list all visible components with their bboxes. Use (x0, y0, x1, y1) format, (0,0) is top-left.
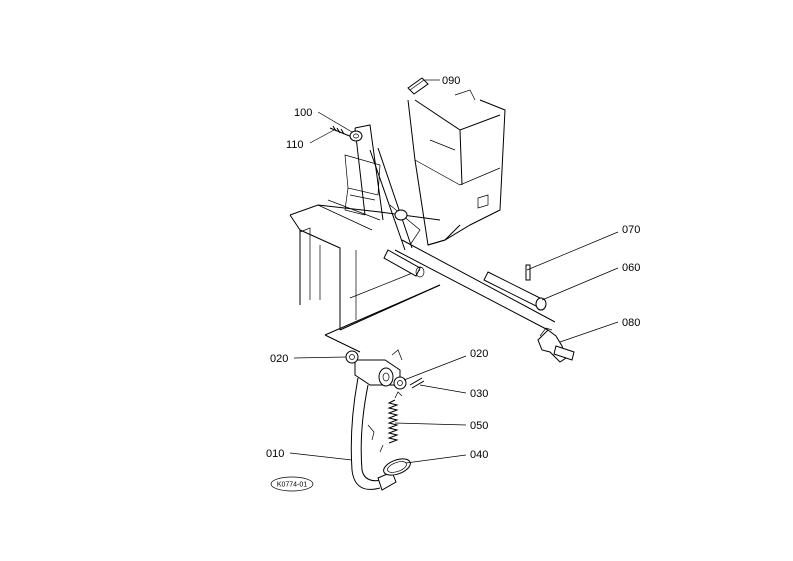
part-100-nut (349, 130, 363, 142)
part-050-spring (379, 391, 403, 453)
label-100: 100 (294, 107, 312, 119)
label-080: 080 (622, 317, 640, 329)
figure-code-badge: K0774-01 (270, 476, 314, 492)
frame-assembly (289, 124, 441, 353)
figure-code: K0774-01 (277, 482, 307, 489)
label-050: 050 (470, 420, 488, 432)
part-060-shaft (383, 239, 556, 331)
part-070-pin (525, 264, 531, 281)
label-020-right: 020 (470, 348, 488, 360)
part-020-washer-right (393, 376, 407, 390)
part-040-pedal-pad (383, 458, 411, 476)
label-090: 090 (442, 75, 460, 87)
label-010: 010 (266, 448, 284, 460)
part-010-pedal-arm (350, 349, 403, 491)
label-030: 030 (470, 388, 488, 400)
part-030-cotter-pin (409, 377, 425, 389)
part-020-washer-left (345, 350, 359, 364)
label-040: 040 (470, 449, 488, 461)
part-090-grip (407, 77, 429, 95)
label-110: 110 (286, 139, 304, 151)
label-020-left: 020 (270, 353, 288, 365)
part-080-clevis (537, 327, 575, 363)
part-110-bolt (329, 125, 353, 138)
callout-labels: 090 100 110 070 060 080 020 020 030 050 … (266, 75, 640, 461)
leader-lines (289, 79, 619, 464)
upper-pedal-box (407, 89, 506, 246)
label-060: 060 (622, 262, 640, 274)
label-070: 070 (622, 224, 640, 236)
